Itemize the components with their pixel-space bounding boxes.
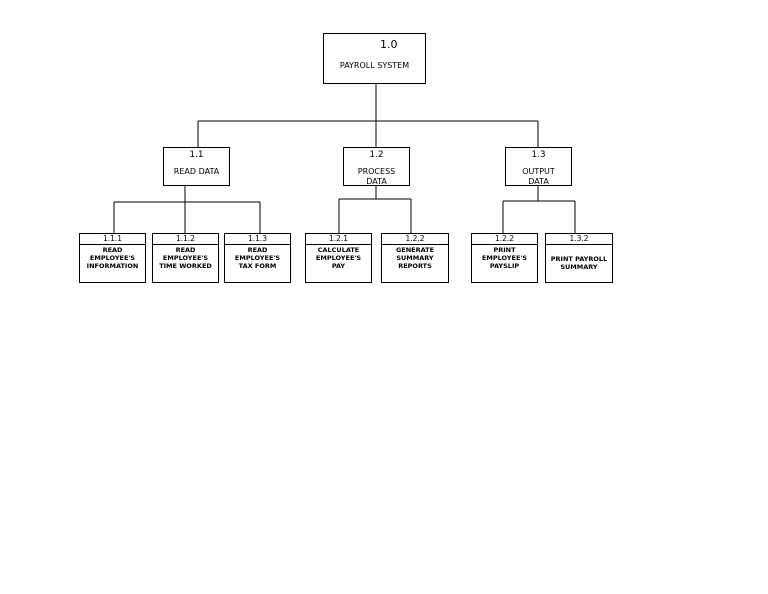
leaf-1-2-1: 1.2.1 CALCULATE EMPLOYEE'S PAY [305,233,372,283]
node-1-2: 1.2 PROCESS DATA [343,147,410,186]
leaf-1-2-2: 1.2.2 GENERATE SUMMARY REPORTS [381,233,449,283]
leaf-title: READ EMPLOYEE'S TIME WORKED [159,246,212,271]
leaf-title: READ EMPLOYEE'S INFORMATION [86,246,139,271]
leaf-1-3-2: 1.3.2 PRINT PAYROLL SUMMARY [545,233,613,283]
leaf-title: PRINT EMPLOYEE'S PAYSLIP [481,246,528,271]
root-node-number: 1.0 [380,38,398,51]
node-number: 1.1 [189,150,204,160]
leaf-number: 1.1.1 [80,234,145,245]
leaf-1-1-1: 1.1.1 READ EMPLOYEE'S INFORMATION [79,233,146,283]
leaf-1-1-3: 1.1.3 READ EMPLOYEE'S TAX FORM [224,233,291,283]
leaf-number: 1.2.2 [382,234,448,245]
node-title: OUTPUT DATA [522,167,555,186]
leaf-1-3-1: 1.2.2 PRINT EMPLOYEE'S PAYSLIP [471,233,538,283]
node-title: READ DATA [173,167,220,176]
leaf-title: CALCULATE EMPLOYEE'S PAY [315,246,362,271]
node-number: 1.3 [531,150,546,160]
node-1-3: 1.3 OUTPUT DATA [505,147,572,186]
leaf-number: 1.1.3 [225,234,290,245]
leaf-number: 1.3.2 [546,234,612,245]
root-node-title: PAYROLL SYSTEM [339,61,410,70]
node-1-1: 1.1 READ DATA [163,147,230,186]
leaf-title: READ EMPLOYEE'S TAX FORM [234,246,281,271]
node-title: PROCESS DATA [357,167,396,186]
leaf-1-1-2: 1.1.2 READ EMPLOYEE'S TIME WORKED [152,233,219,283]
leaf-number: 1.1.2 [153,234,218,245]
node-number: 1.2 [369,150,384,160]
leaf-title: PRINT PAYROLL SUMMARY [550,255,608,272]
leaf-number: 1.2.1 [306,234,371,245]
leaf-title: GENERATE SUMMARY REPORTS [395,246,435,271]
leaf-number: 1.2.2 [472,234,537,245]
root-node: 1.0 PAYROLL SYSTEM [323,33,426,84]
